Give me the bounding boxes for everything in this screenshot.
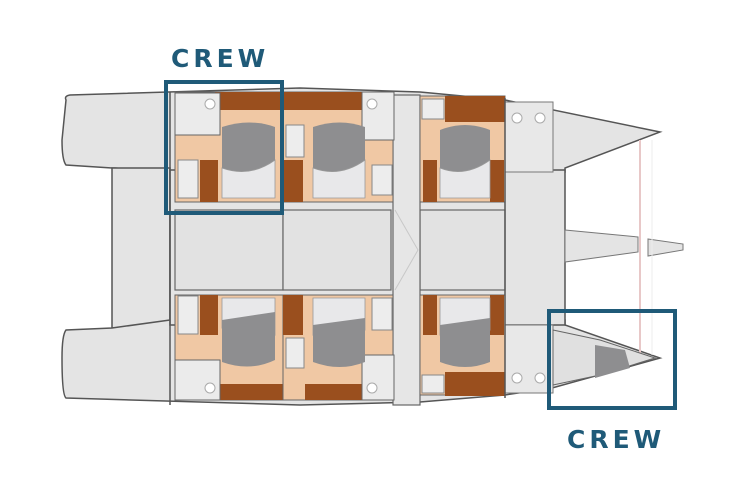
cabin-port-mid	[282, 91, 395, 203]
starboard-hull-cabins	[174, 294, 657, 401]
cabin-stbd-mid	[282, 294, 395, 401]
forward-beams	[564, 140, 684, 355]
crew-label-bottom: CREW	[567, 425, 666, 454]
port-hull-cabins	[174, 91, 554, 203]
saloon-panels	[174, 94, 506, 406]
cabin-port-fwd	[419, 95, 506, 203]
crew-highlight-box-top	[164, 80, 284, 215]
cabin-stbd-aft	[174, 294, 284, 401]
hull-edges	[169, 92, 506, 405]
crew-label-top: CREW	[171, 44, 270, 73]
cabin-stbd-fwd	[419, 294, 506, 396]
head-port-fwd	[504, 101, 554, 173]
crew-highlight-box-bottom	[547, 309, 677, 410]
cabin-port-aft	[174, 91, 284, 203]
head-stbd-fwd	[504, 324, 554, 394]
crew-cabin-stbd-bow	[552, 329, 657, 386]
